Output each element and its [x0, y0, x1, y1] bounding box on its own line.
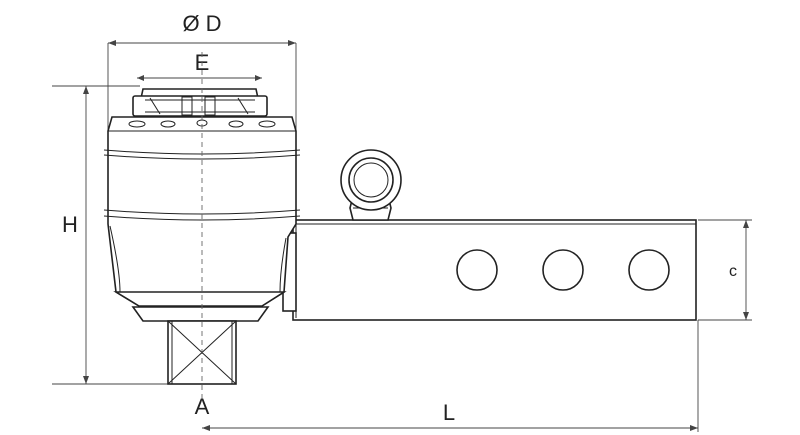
lifting-eye-bolt: [340, 149, 402, 221]
top-head: [132, 88, 268, 118]
arm-hole-1: [456, 249, 498, 291]
label-a: A: [195, 394, 210, 419]
cylinder-body: [103, 116, 301, 307]
bottom-flange: [113, 291, 287, 322]
label-diameter: Ø D: [182, 11, 221, 36]
label-l: L: [443, 400, 455, 425]
dimension-e: E: [137, 50, 262, 81]
dimension-l: L: [202, 320, 699, 432]
dimension-h: H: [52, 85, 168, 385]
arm-hole-3: [628, 249, 670, 291]
label-h: H: [62, 212, 78, 237]
arm-hole-2: [542, 249, 584, 291]
dimension-diameter: Ø D: [107, 11, 297, 130]
dimension-c: c: [698, 219, 752, 321]
reaction-arm: [282, 219, 697, 321]
label-c: c: [729, 263, 737, 280]
